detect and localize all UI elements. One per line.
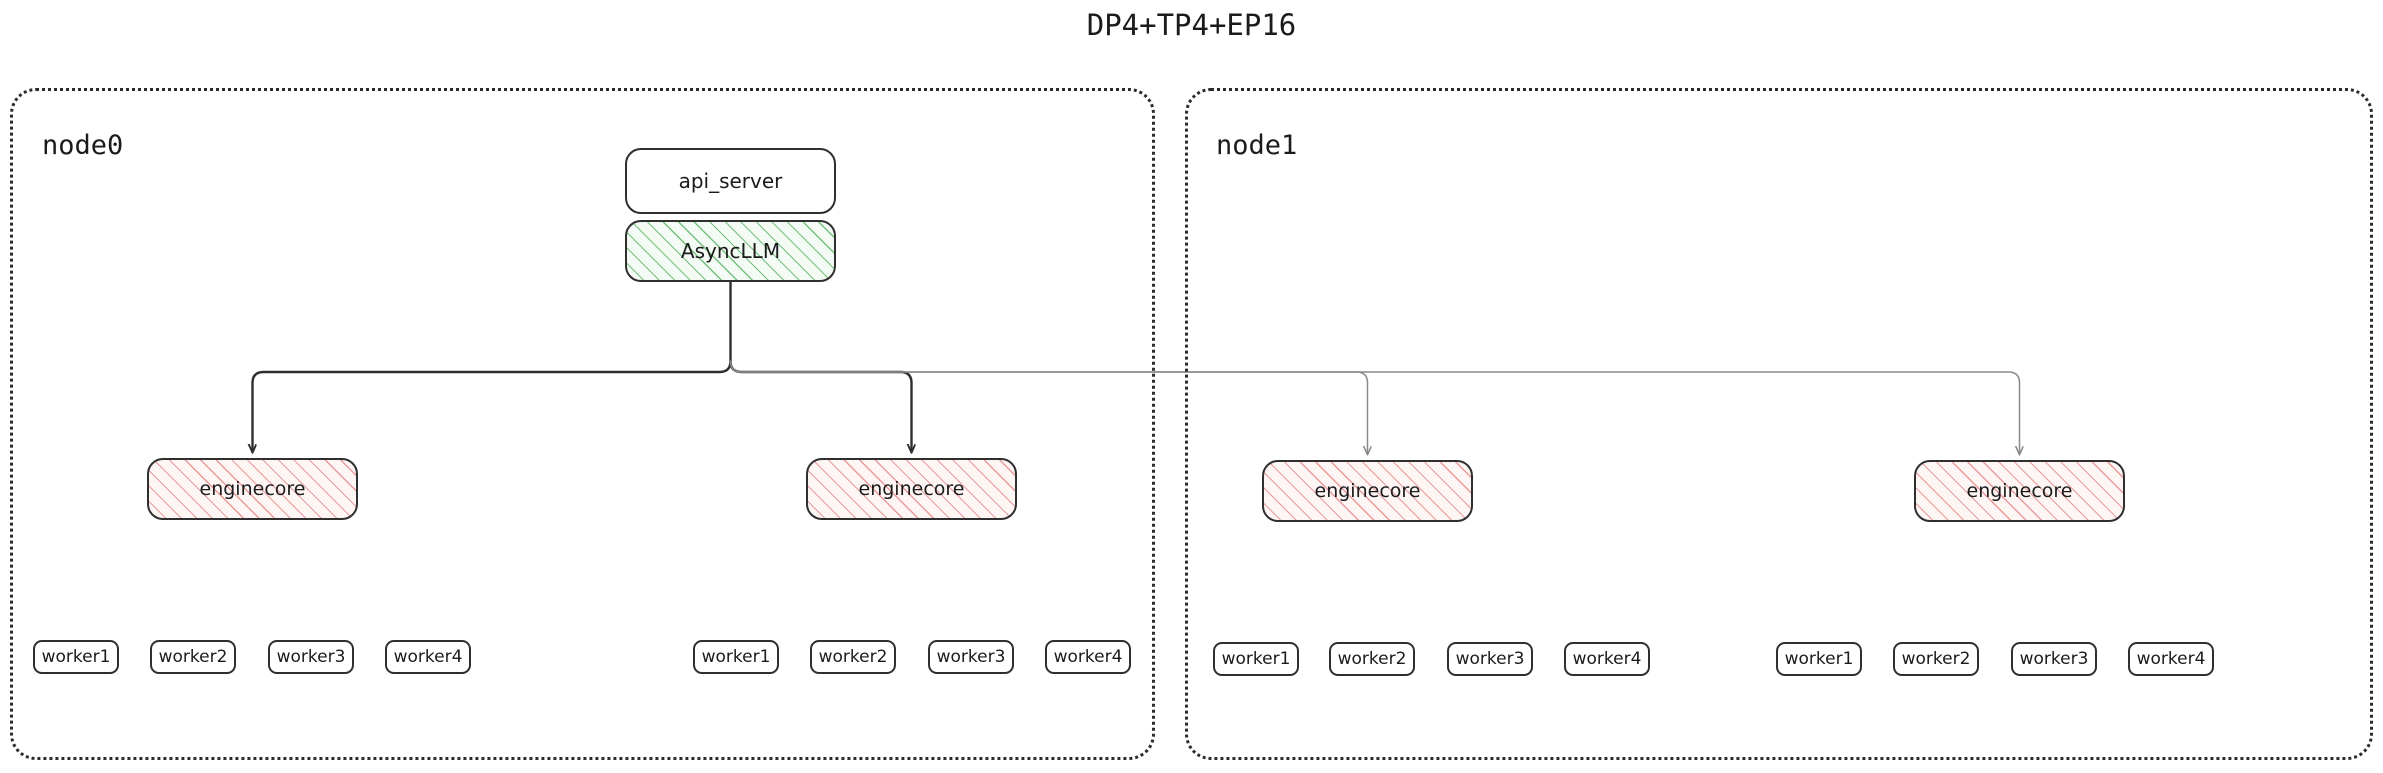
box-label-api_server: api_server (678, 169, 783, 193)
node-label-node0: node0 (42, 130, 124, 161)
box-enginecore-1[interactable]: enginecore (806, 458, 1017, 520)
box-enginecore-2[interactable]: enginecore (1262, 460, 1473, 522)
node-container-node0 (10, 88, 1155, 760)
worker-chip[interactable]: worker1 (693, 640, 779, 674)
worker-chip[interactable]: worker4 (1045, 640, 1131, 674)
box-label-enginecore-1: enginecore (858, 478, 965, 500)
worker-chip[interactable]: worker2 (1893, 642, 1979, 676)
worker-chip[interactable]: worker4 (1564, 642, 1650, 676)
box-label-enginecore-0: enginecore (199, 478, 306, 500)
worker-chip[interactable]: worker2 (810, 640, 896, 674)
node-label-node1: node1 (1216, 130, 1298, 161)
box-api_server[interactable]: api_server (625, 148, 836, 214)
worker-chip[interactable]: worker1 (1776, 642, 1862, 676)
worker-chip[interactable]: worker1 (1213, 642, 1299, 676)
worker-chip[interactable]: worker2 (1329, 642, 1415, 676)
box-enginecore-0[interactable]: enginecore (147, 458, 358, 520)
worker-chip[interactable]: worker3 (1447, 642, 1533, 676)
worker-chip[interactable]: worker2 (150, 640, 236, 674)
worker-chip[interactable]: worker3 (928, 640, 1014, 674)
worker-chip[interactable]: worker3 (268, 640, 354, 674)
box-label-asyncllm: AsyncLLM (680, 239, 781, 263)
box-enginecore-3[interactable]: enginecore (1914, 460, 2125, 522)
node-container-node1 (1185, 88, 2373, 760)
box-label-enginecore-3: enginecore (1966, 480, 2073, 502)
worker-chip[interactable]: worker4 (2128, 642, 2214, 676)
page-title: DP4+TP4+EP16 (1086, 8, 1297, 42)
worker-chip[interactable]: worker4 (385, 640, 471, 674)
box-label-enginecore-2: enginecore (1314, 480, 1421, 502)
box-asyncllm[interactable]: AsyncLLM (625, 220, 836, 282)
worker-chip[interactable]: worker1 (33, 640, 119, 674)
worker-chip[interactable]: worker3 (2011, 642, 2097, 676)
